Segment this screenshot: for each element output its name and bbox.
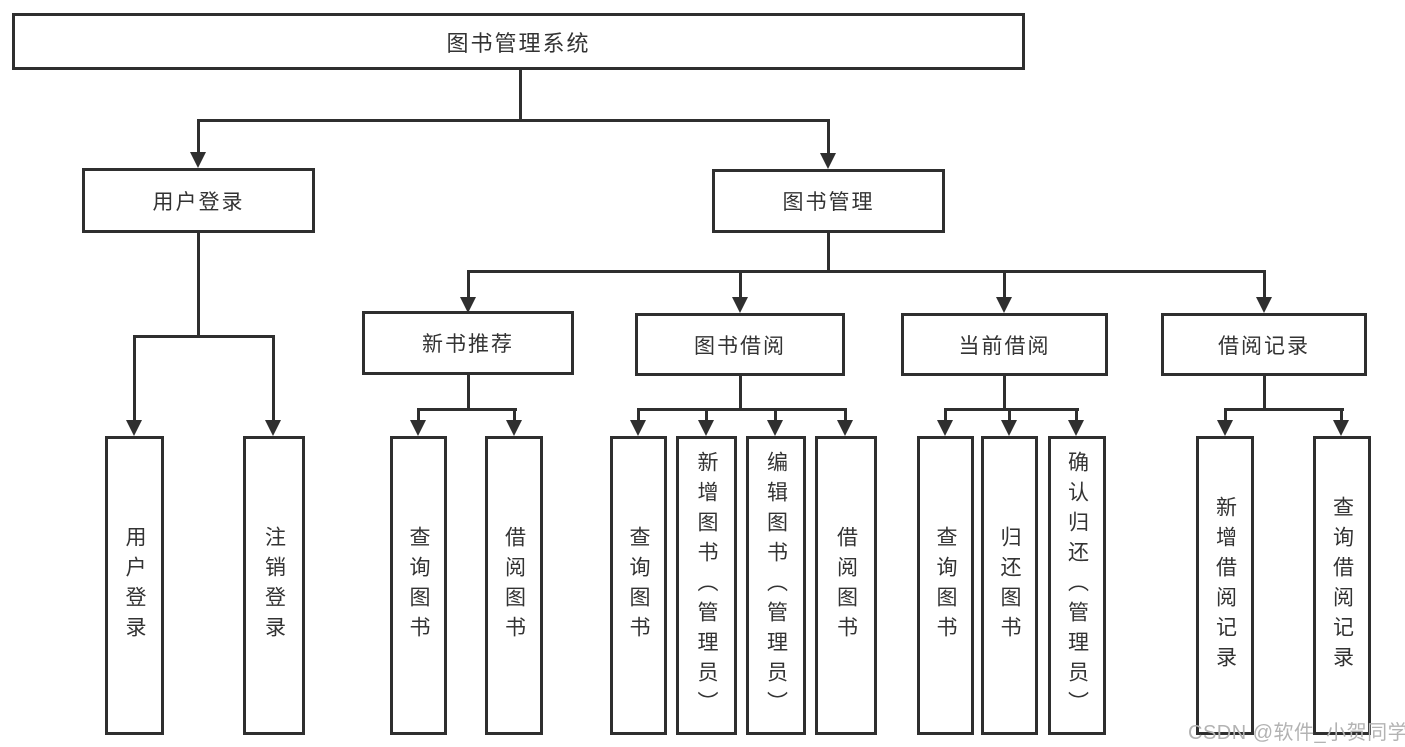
- arrow-down-icon: [460, 297, 476, 313]
- connector-line: [827, 232, 830, 272]
- leaf-query-books-current: 查询图书: [917, 436, 974, 735]
- connector-line: [1224, 408, 1344, 411]
- connector-line: [944, 410, 947, 420]
- arrow-down-icon: [732, 297, 748, 313]
- leaf-confirm-return-admin-label: 确认归还（管理员）: [1065, 450, 1089, 721]
- node-book-management: 图书管理: [712, 169, 945, 233]
- connector-line: [197, 119, 830, 122]
- node-library-system: 图书管理系统: [12, 13, 1025, 70]
- leaf-borrow-books-recommend-label: 借阅图书: [502, 525, 526, 646]
- connector-line: [467, 374, 470, 410]
- leaf-confirm-return-admin: 确认归还（管理员）: [1048, 436, 1106, 735]
- connector-line: [272, 336, 275, 420]
- connector-line: [1263, 272, 1266, 297]
- leaf-return-book-label: 归还图书: [998, 525, 1021, 646]
- leaf-logout-label: 注销登录: [262, 525, 286, 646]
- leaf-return-book: 归还图书: [981, 436, 1038, 735]
- connector-line: [705, 410, 708, 420]
- connector-line: [774, 410, 777, 420]
- connector-line: [513, 410, 516, 420]
- arrow-down-icon: [265, 420, 281, 436]
- leaf-edit-book-admin: 编辑图书（管理员）: [746, 436, 806, 735]
- connector-line: [1263, 375, 1266, 410]
- connector-line: [519, 69, 522, 122]
- node-user-login-label: 用户登录: [152, 190, 245, 214]
- arrow-down-icon: [820, 153, 836, 169]
- connector-line: [844, 410, 847, 420]
- node-current-borrow: 当前借阅: [901, 313, 1108, 376]
- leaf-add-book-admin: 新增图书（管理员）: [676, 436, 737, 735]
- connector-line: [637, 408, 847, 411]
- arrow-down-icon: [1333, 420, 1349, 436]
- arrow-down-icon: [410, 420, 426, 436]
- node-book-management-label: 图书管理: [782, 191, 875, 214]
- leaf-query-books-recommend: 查询图书: [390, 436, 447, 735]
- connector-line: [1008, 410, 1011, 420]
- connector-line: [739, 272, 742, 297]
- connector-line: [827, 120, 830, 153]
- connector-line: [1340, 410, 1343, 420]
- leaf-add-borrow-record: 新增借阅记录: [1196, 436, 1254, 735]
- connector-line: [133, 336, 136, 420]
- leaf-logout: 注销登录: [243, 436, 305, 735]
- arrow-down-icon: [837, 420, 853, 436]
- node-book-borrow: 图书借阅: [635, 313, 845, 376]
- connector-line: [133, 335, 275, 338]
- connector-line: [1003, 272, 1006, 297]
- node-library-system-label: 图书管理系统: [446, 30, 591, 56]
- connector-line: [197, 120, 200, 152]
- arrow-down-icon: [190, 152, 206, 168]
- arrow-down-icon: [126, 420, 142, 436]
- arrow-down-icon: [996, 297, 1012, 313]
- leaf-borrow-books-recommend: 借阅图书: [485, 436, 543, 735]
- arrow-down-icon: [1068, 420, 1084, 436]
- arrow-down-icon: [937, 420, 953, 436]
- node-current-borrow-label: 当前借阅: [958, 334, 1051, 358]
- node-new-book-recommend: 新书推荐: [362, 311, 574, 375]
- arrow-down-icon: [767, 420, 783, 436]
- node-borrow-record: 借阅记录: [1161, 313, 1367, 376]
- connector-line: [637, 410, 640, 420]
- leaf-query-borrow-record: 查询借阅记录: [1313, 436, 1371, 735]
- connector-line: [1224, 410, 1227, 420]
- leaf-borrow-books-label: 借阅图书: [834, 525, 858, 646]
- arrow-down-icon: [1001, 420, 1017, 436]
- connector-line: [944, 408, 1079, 411]
- connector-line: [467, 270, 1266, 273]
- arrow-down-icon: [506, 420, 522, 436]
- leaf-query-books-recommend-label: 查询图书: [407, 525, 430, 646]
- connector-line: [417, 408, 517, 411]
- arrow-down-icon: [698, 420, 714, 436]
- arrow-down-icon: [630, 420, 646, 436]
- node-borrow-record-label: 借阅记录: [1218, 334, 1310, 358]
- leaf-user-login: 用户登录: [105, 436, 164, 735]
- node-user-login: 用户登录: [82, 168, 315, 233]
- connector-line: [1075, 410, 1078, 420]
- leaf-query-books-borrow: 查询图书: [610, 436, 667, 735]
- leaf-add-borrow-record-label: 新增借阅记录: [1213, 495, 1237, 676]
- node-book-borrow-label: 图书借阅: [694, 334, 786, 358]
- leaf-query-books-current-label: 查询图书: [934, 525, 957, 646]
- connector-line: [417, 410, 420, 420]
- leaf-edit-book-admin-label: 编辑图书（管理员）: [764, 450, 788, 721]
- leaf-query-books-borrow-label: 查询图书: [627, 525, 650, 646]
- leaf-query-borrow-record-label: 查询借阅记录: [1330, 495, 1354, 676]
- leaf-user-login-label: 用户登录: [123, 525, 146, 646]
- leaf-add-book-admin-label: 新增图书（管理员）: [695, 450, 718, 721]
- arrow-down-icon: [1256, 297, 1272, 313]
- connector-line: [739, 375, 742, 410]
- connector-line: [467, 272, 470, 297]
- connector-line: [1003, 375, 1006, 410]
- connector-line: [197, 232, 200, 336]
- arrow-down-icon: [1217, 420, 1233, 436]
- node-new-book-recommend-label: 新书推荐: [422, 333, 514, 356]
- watermark: CSDN @软件_小贺同学: [1188, 722, 1405, 744]
- leaf-borrow-books: 借阅图书: [815, 436, 877, 735]
